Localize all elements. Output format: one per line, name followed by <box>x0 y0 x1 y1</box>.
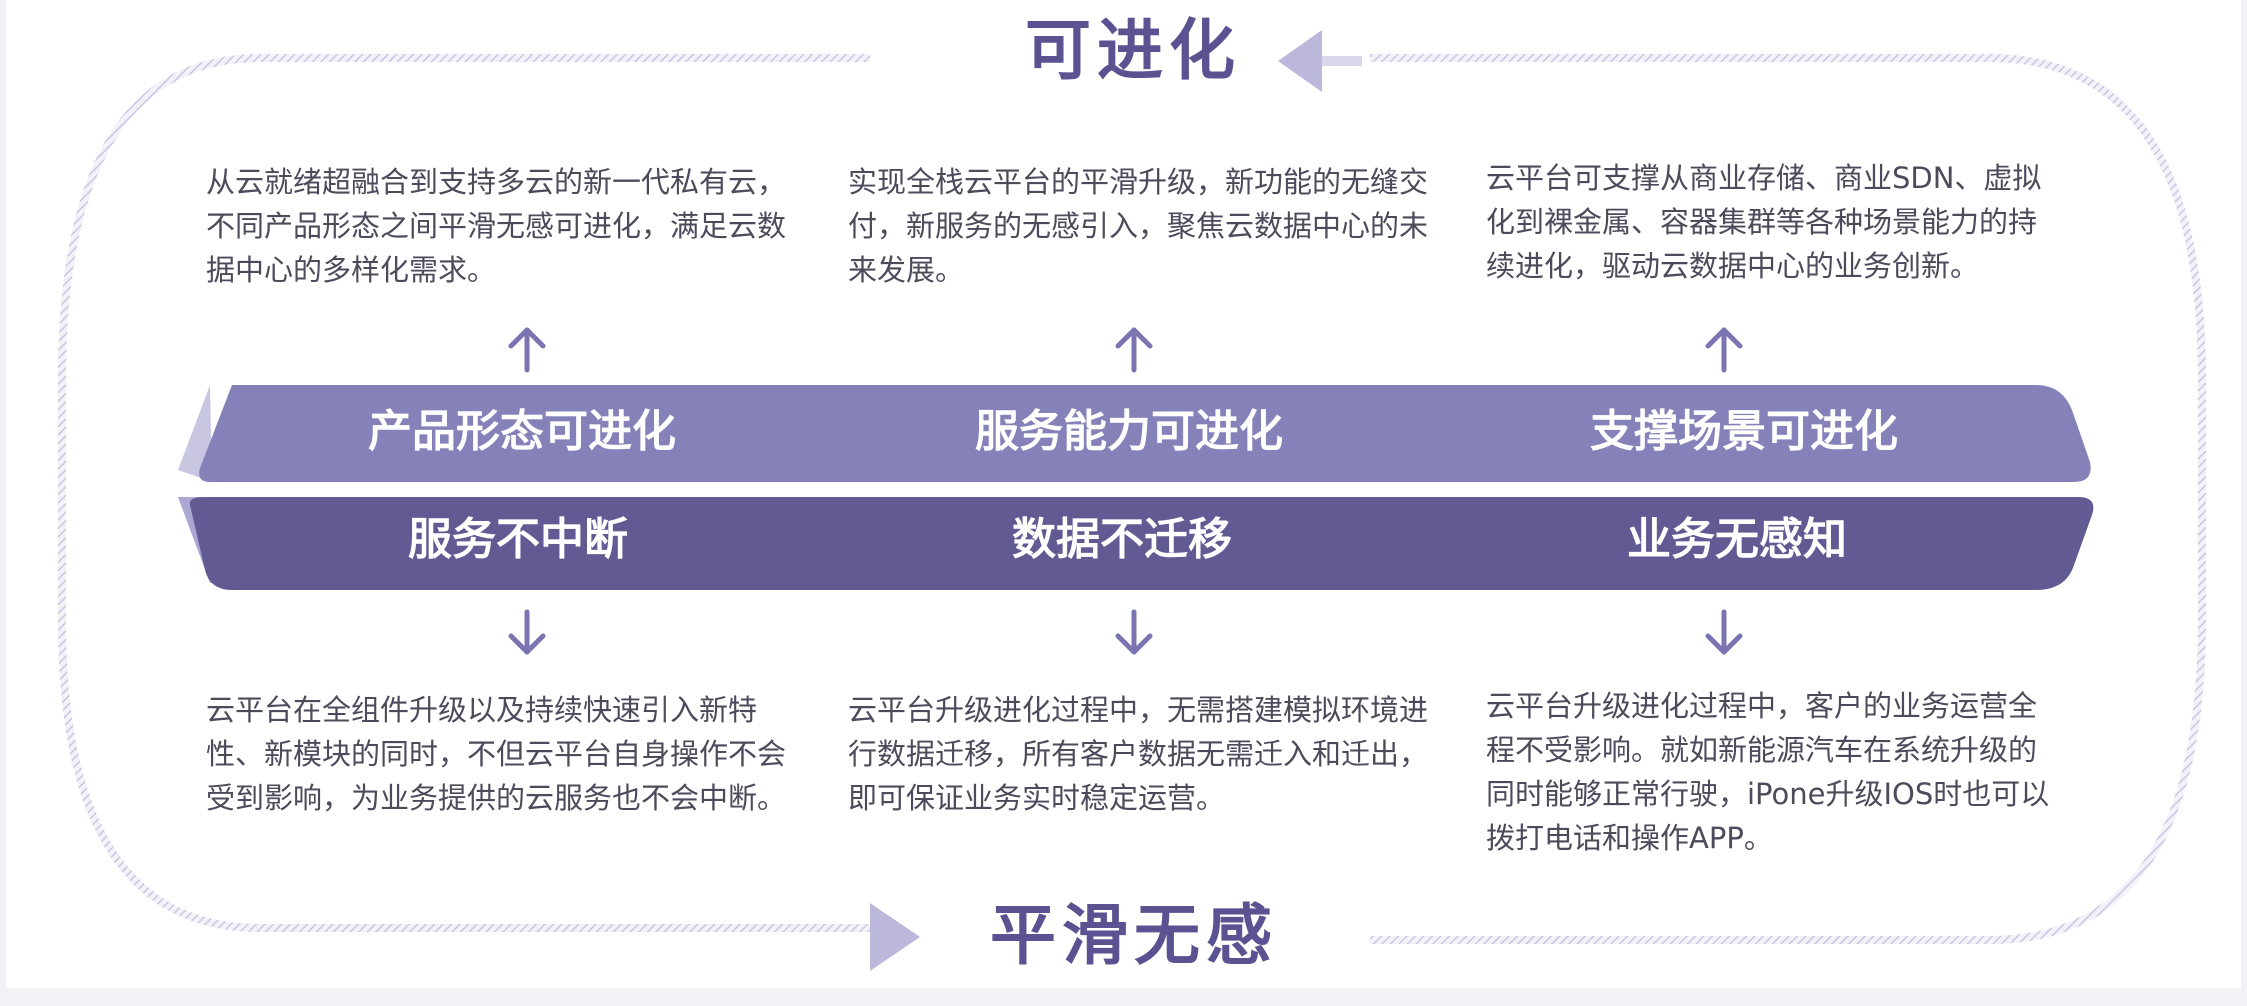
bottom-description-3: 云平台升级进化过程中，客户的业务运营全程不受影响。就如新能源汽车在系统升级的同时… <box>1486 689 2050 855</box>
lower-band <box>189 497 2094 590</box>
top-description-3: 云平台可支撑从商业存储、商业SDN、虚拟化到裸金属、容器集群等各种场景能力的持续… <box>1486 161 2042 283</box>
up-arrow-icon <box>1705 327 1743 373</box>
lower-band-label-no-data-migration: 数据不迁移 <box>1012 514 1232 565</box>
upper-band-label-product-form: 产品形态可进化 <box>368 406 676 457</box>
upper-band <box>199 385 2091 482</box>
upper-band-fold <box>178 385 212 482</box>
lower-band-label-service-uninterrupted: 服务不中断 <box>408 514 628 565</box>
top-description-2: 实现全栈云平台的平滑升级，新功能的无缝交付，新服务的无感引入，聚焦云数据中心的未… <box>848 165 1429 287</box>
left-triangle-arrow-icon <box>1278 30 1322 92</box>
left-triangle-arrow-tail <box>1322 56 1362 66</box>
top-description-1: 从云就绪超融合到支持多云的新一代私有云，不同产品形态之间平滑无感可进化，满足云数… <box>206 165 787 287</box>
down-arrow-icon <box>508 609 546 655</box>
up-arrow-icon <box>1115 327 1153 373</box>
bottom-description-1: 云平台在全组件升级以及持续快速引入新特性、新模块的同时，不但云平台自身操作不会受… <box>206 693 787 815</box>
right-triangle-arrow-icon <box>870 903 920 971</box>
down-arrow-icon <box>1705 609 1743 655</box>
diagram-panel <box>6 0 2241 988</box>
up-arrow-icon <box>508 327 546 373</box>
loop-outline-top-left <box>58 54 870 932</box>
down-arrow-icon <box>1115 609 1153 655</box>
loop-outline-top-right <box>1370 54 2206 944</box>
bottom-description-2: 云平台升级进化过程中，无需搭建模拟环境进行数据迁移，所有客户数据无需迁入和迁出，… <box>848 693 1429 815</box>
title-evolvable: 可进化 <box>1025 12 1241 89</box>
upper-band-label-service-capability: 服务能力可进化 <box>975 406 1283 457</box>
lower-band-label-business-imperceptible: 业务无感知 <box>1627 514 1847 565</box>
upper-band-label-support-scenario: 支撑场景可进化 <box>1590 406 1898 457</box>
title-seamless: 平滑无感 <box>990 897 1278 974</box>
